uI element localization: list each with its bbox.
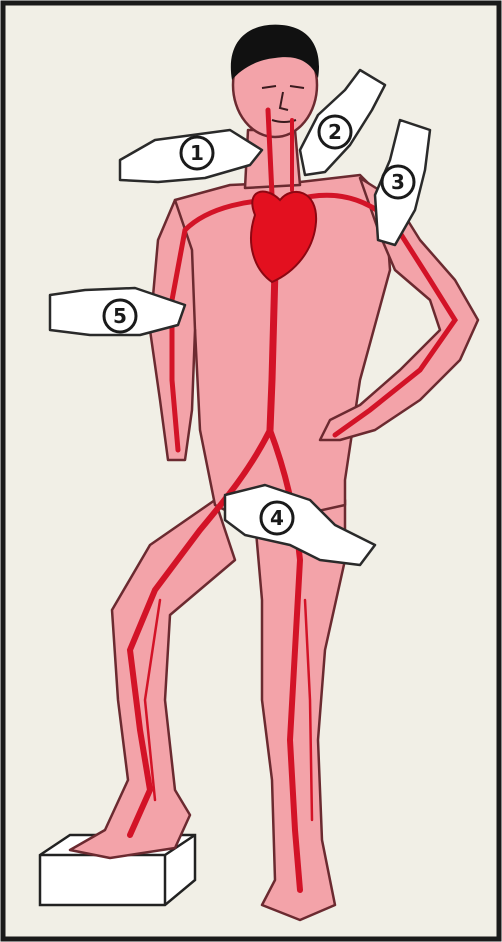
subclavian-pulse-point-marker: 2 — [319, 116, 351, 148]
carotid-pulse-point-marker: 1 — [181, 137, 213, 169]
marker-number: 2 — [328, 120, 342, 144]
marker-number: 4 — [270, 506, 284, 530]
axillary-pulse-point-marker: 5 — [104, 300, 136, 332]
brachial-pulse-point-marker: 3 — [382, 166, 414, 198]
femoral-pulse-point-marker: 4 — [261, 502, 293, 534]
marker-number: 1 — [190, 141, 204, 165]
marker-number: 3 — [391, 170, 405, 194]
marker-number: 5 — [113, 304, 127, 328]
